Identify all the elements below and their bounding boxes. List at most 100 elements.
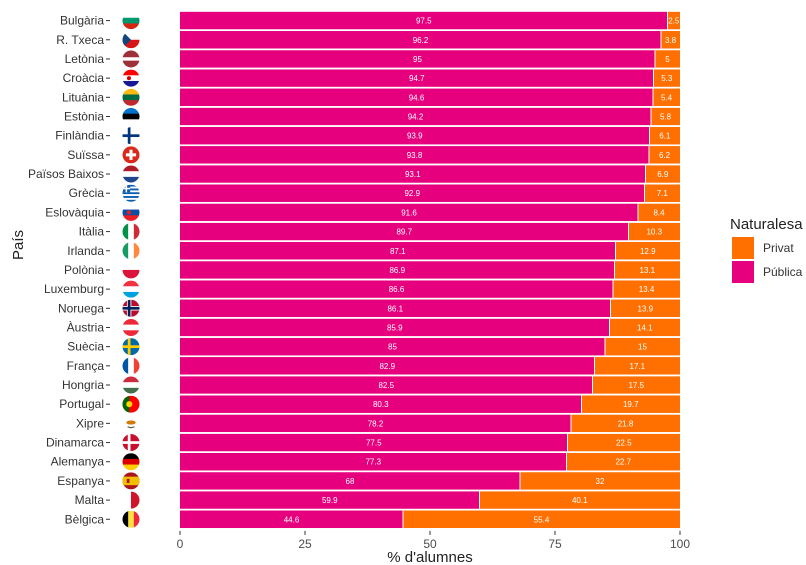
data-label-publica: 80.3 [373, 400, 389, 409]
bar-publica [180, 31, 661, 49]
bar-privat [653, 88, 680, 107]
bar-publica [180, 472, 520, 490]
lithuania-flag-icon [122, 88, 140, 106]
bulgaria-flag-icon [122, 12, 140, 30]
x-tick-label: 0 [177, 537, 184, 551]
data-label-privat: 22.7 [615, 458, 631, 467]
bar-privat [628, 222, 680, 241]
category-label: Irlanda [67, 244, 104, 258]
data-label-privat: 3.8 [665, 36, 677, 45]
category-label: R. Txeca [56, 33, 104, 47]
data-label-privat: 8.4 [653, 208, 665, 217]
data-label-privat: 6.1 [659, 132, 671, 141]
category-label: Grècia [69, 186, 105, 200]
data-label-privat: 7.1 [657, 189, 669, 198]
bar-publica [180, 491, 480, 509]
bar-publica [180, 222, 629, 241]
bar-publica [180, 88, 653, 107]
data-label-publica: 86.1 [387, 304, 403, 313]
x-tick-label: 75 [548, 537, 562, 551]
category-label: Dinamarca [46, 436, 104, 450]
data-label-publica: 94.7 [409, 74, 425, 83]
data-label-publica: 94.6 [409, 93, 425, 102]
category-label: Suïssa [67, 148, 104, 162]
bar-publica [180, 337, 605, 356]
bar-publica [180, 376, 593, 394]
bar-privat [644, 184, 680, 202]
bar-publica [180, 395, 582, 413]
austria-flag-icon [122, 318, 140, 336]
france-flag-icon [122, 357, 140, 375]
bar-privat [613, 280, 680, 298]
malta-flag-icon [122, 491, 140, 509]
bar-publica [180, 242, 616, 260]
belgium-flag-icon [122, 510, 140, 528]
legend-swatch [732, 261, 754, 283]
data-label-publica: 82.5 [378, 381, 394, 390]
data-label-publica: 93.9 [407, 132, 423, 141]
cyprus-flag-icon [122, 414, 140, 432]
data-label-publica: 97.5 [416, 17, 432, 26]
data-label-privat: 22.5 [616, 439, 632, 448]
category-label: Luxemburg [44, 282, 104, 296]
data-label-publica: 78.2 [368, 419, 384, 428]
luxembourg-flag-icon [122, 280, 140, 298]
category-label: Alemanya [51, 455, 105, 469]
data-label-publica: 59.9 [322, 496, 338, 505]
bar-publica [180, 357, 595, 375]
latvia-flag-icon [122, 50, 140, 68]
bar-privat [605, 337, 680, 356]
x-tick-label: 100 [670, 537, 690, 551]
netherlands-flag-icon [122, 165, 140, 183]
greece-flag-icon [122, 184, 140, 202]
category-label: Hongria [62, 378, 104, 392]
category-label: Malta [75, 493, 105, 507]
data-label-privat: 13.4 [639, 285, 655, 294]
category-label: Espanya [57, 474, 104, 488]
bar-privat [610, 299, 680, 318]
bar-privat [653, 69, 680, 87]
data-label-privat: 55.4 [534, 515, 550, 524]
data-label-publica: 82.9 [379, 362, 395, 371]
spain-flag-icon [122, 472, 140, 490]
x-tick-label: 50 [423, 537, 437, 551]
germany-flag-icon [122, 453, 140, 471]
data-label-privat: 15 [638, 343, 647, 352]
italy-flag-icon [122, 223, 140, 241]
data-label-privat: 10.3 [646, 228, 662, 237]
data-label-privat: 32 [596, 477, 605, 486]
bar-publica [180, 50, 655, 68]
x-tick-label: 25 [298, 537, 312, 551]
data-label-publica: 86.6 [389, 285, 405, 294]
bar-publica [180, 165, 646, 183]
bar-privat [645, 165, 680, 183]
y-axis-title: País [10, 230, 27, 260]
flag-icons [122, 12, 140, 528]
legend-swatch [732, 237, 754, 259]
finland-flag-icon [122, 127, 140, 145]
bar-privat [581, 395, 680, 413]
data-label-privat: 2.5 [668, 17, 680, 26]
category-label: Croàcia [63, 71, 105, 85]
bar-publica [180, 280, 613, 298]
bar-privat [594, 357, 680, 375]
bar-publica [180, 11, 668, 30]
data-label-privat: 21.8 [618, 419, 634, 428]
category-label: Polònia [64, 263, 104, 277]
data-label-publica: 87.1 [390, 247, 406, 256]
bar-publica [180, 146, 649, 164]
bar-privat [651, 107, 680, 126]
category-label: Bulgària [60, 14, 104, 28]
category-label: Noruega [58, 301, 104, 315]
bar-privat [638, 203, 680, 222]
data-label-publica: 86.9 [389, 266, 405, 275]
category-label: Xipre [76, 416, 104, 430]
czech-flag-icon [122, 31, 140, 49]
data-label-publica: 85.9 [387, 323, 403, 332]
legend-title: Naturalesa [730, 216, 803, 233]
category-label: Itàlia [79, 225, 105, 239]
category-label: Bèlgica [65, 512, 105, 526]
bar-publica [180, 452, 567, 471]
